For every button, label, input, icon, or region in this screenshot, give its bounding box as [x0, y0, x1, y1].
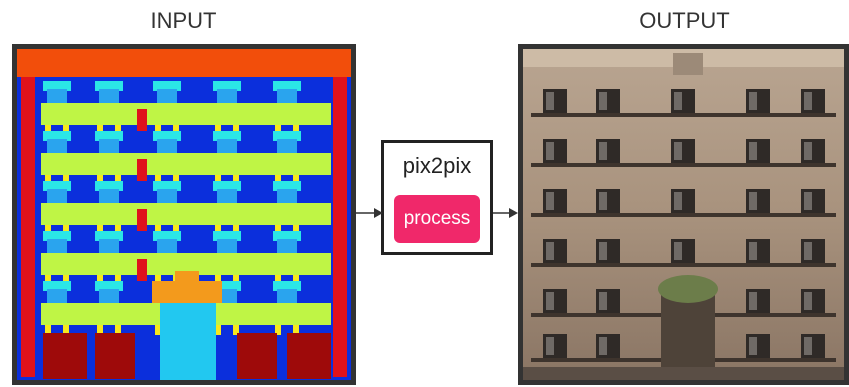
- window: [157, 89, 177, 103]
- window: [277, 89, 297, 103]
- window-pane: [749, 292, 757, 310]
- balcony-rail: [531, 113, 836, 117]
- process-box: pix2pix process: [381, 140, 493, 255]
- window-pane: [674, 142, 682, 160]
- window: [217, 89, 237, 103]
- window: [217, 189, 237, 203]
- window: [47, 239, 67, 253]
- window: [277, 289, 297, 303]
- window: [99, 289, 119, 303]
- pillar: [137, 159, 147, 181]
- window: [217, 239, 237, 253]
- window: [157, 139, 177, 153]
- window-pane: [599, 292, 607, 310]
- balcony: [41, 153, 331, 175]
- window-pane: [749, 192, 757, 210]
- window-pane: [804, 337, 812, 355]
- window-pane: [804, 192, 812, 210]
- balcony: [41, 103, 331, 125]
- balcony-rail: [531, 213, 836, 217]
- window: [47, 289, 67, 303]
- window: [99, 189, 119, 203]
- window: [47, 139, 67, 153]
- window: [277, 239, 297, 253]
- input-image: [12, 44, 356, 385]
- window-pane: [674, 192, 682, 210]
- window: [217, 139, 237, 153]
- input-label-map: [17, 49, 351, 380]
- window-pane: [674, 92, 682, 110]
- window: [99, 139, 119, 153]
- window: [277, 139, 297, 153]
- output-label: OUTPUT: [518, 8, 849, 34]
- window-pane: [546, 142, 554, 160]
- window-pane: [804, 292, 812, 310]
- window: [47, 189, 67, 203]
- input-label: INPUT: [12, 8, 355, 34]
- window-pane: [599, 92, 607, 110]
- window-pane: [599, 337, 607, 355]
- window-pane: [546, 242, 554, 260]
- window-pane: [546, 192, 554, 210]
- output-building-photo: [523, 49, 844, 380]
- window-pane: [749, 92, 757, 110]
- window: [157, 189, 177, 203]
- pillar: [137, 209, 147, 231]
- output-image: [518, 44, 849, 385]
- window-pane: [546, 337, 554, 355]
- balcony: [41, 203, 331, 225]
- window-pane: [599, 192, 607, 210]
- window: [99, 239, 119, 253]
- arrow-right-icon: [356, 206, 384, 220]
- process-button[interactable]: process: [394, 195, 480, 243]
- arrow-right-icon: [493, 206, 519, 220]
- pillar: [137, 259, 147, 281]
- window-pane: [599, 242, 607, 260]
- window: [47, 89, 67, 103]
- window-pane: [674, 242, 682, 260]
- window: [99, 89, 119, 103]
- window-pane: [804, 142, 812, 160]
- model-name: pix2pix: [384, 153, 490, 179]
- window-pane: [804, 92, 812, 110]
- window-pane: [546, 292, 554, 310]
- balcony-rail: [531, 163, 836, 167]
- window-pane: [599, 142, 607, 160]
- window-pane: [749, 337, 757, 355]
- window-pane: [804, 242, 812, 260]
- window-pane: [546, 92, 554, 110]
- window: [157, 239, 177, 253]
- window: [277, 189, 297, 203]
- balcony-rail: [531, 263, 836, 267]
- window-pane: [749, 142, 757, 160]
- window-pane: [749, 242, 757, 260]
- pillar: [137, 109, 147, 131]
